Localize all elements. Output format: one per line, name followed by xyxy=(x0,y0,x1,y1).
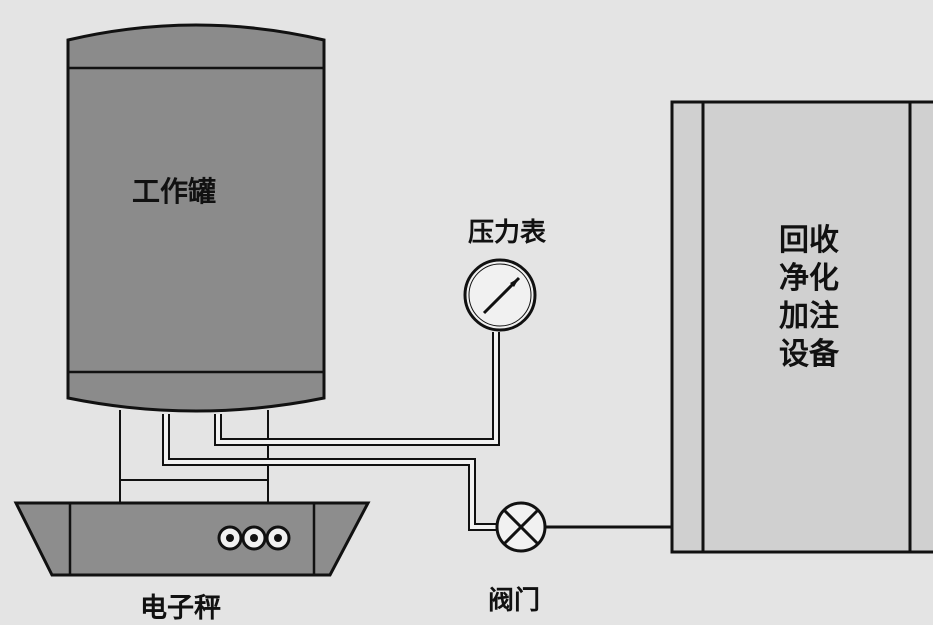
pipe-to-valve xyxy=(162,414,497,531)
working-tank xyxy=(66,23,326,413)
tank-legs xyxy=(119,410,269,503)
scale-label: 电子秤 xyxy=(140,593,221,624)
pressure-gauge xyxy=(463,258,537,332)
tank-label: 工作罐 xyxy=(132,175,217,208)
valve-label: 阀门 xyxy=(488,586,541,616)
pressure-gauge-label: 压力表 xyxy=(468,218,547,248)
valve-icon xyxy=(495,501,547,553)
scale-body xyxy=(13,501,371,577)
recovery-equipment xyxy=(670,100,933,554)
equipment-label: 回收净化加注设备 xyxy=(779,223,839,372)
tank-body xyxy=(66,23,326,413)
electronic-scale xyxy=(13,501,371,577)
pipe-to-gauge xyxy=(214,332,500,446)
